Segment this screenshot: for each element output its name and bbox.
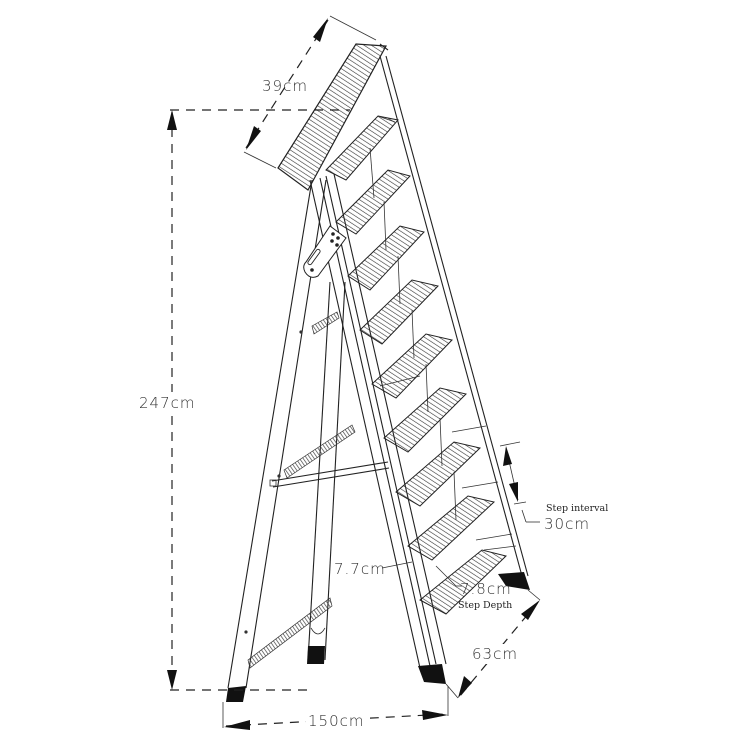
dim-step-interval: Step interval 30cm xyxy=(499,441,608,533)
tread xyxy=(325,115,399,181)
dim-note-step-interval: Step interval xyxy=(546,503,608,514)
treads xyxy=(325,115,517,615)
tread xyxy=(395,417,499,507)
dim-label-step-interval: 30cm xyxy=(544,515,590,533)
dim-note-step-depth: Step Depth xyxy=(458,600,512,611)
dim-label-base-width: 150cm xyxy=(308,712,365,730)
foot-rear-left xyxy=(226,686,246,702)
dim-label-top-platform: 39cm xyxy=(262,77,308,95)
rear-cross-braces xyxy=(247,311,356,669)
dim-label-base-depth: 63cm xyxy=(472,645,518,663)
spreader-bar xyxy=(269,461,390,488)
tread xyxy=(347,201,425,291)
dim-label-step-depth: 7.8cm xyxy=(460,580,512,598)
tread xyxy=(335,147,411,235)
dim-step-depth: 7.8cm Step Depth xyxy=(435,565,512,611)
dim-top-platform: 39cm xyxy=(243,15,377,169)
dim-rail-width: 7.7cm xyxy=(334,560,413,578)
dim-base-width: 150cm xyxy=(222,686,449,730)
tread xyxy=(359,255,439,345)
top-platform xyxy=(277,43,389,191)
tread xyxy=(407,471,513,561)
dim-label-total-height: 247cm xyxy=(139,394,196,412)
foot-front-right xyxy=(498,572,530,590)
dim-base-depth: 63cm xyxy=(445,589,541,699)
tread xyxy=(419,545,517,615)
dim-label-rail-width: 7.7cm xyxy=(334,560,386,578)
foot-front-left xyxy=(418,664,446,684)
tread xyxy=(371,309,453,399)
dim-total-height: 247cm xyxy=(136,109,350,691)
hinge-bracket xyxy=(303,225,347,278)
foot-rear-right xyxy=(307,646,325,664)
tread xyxy=(383,363,487,453)
